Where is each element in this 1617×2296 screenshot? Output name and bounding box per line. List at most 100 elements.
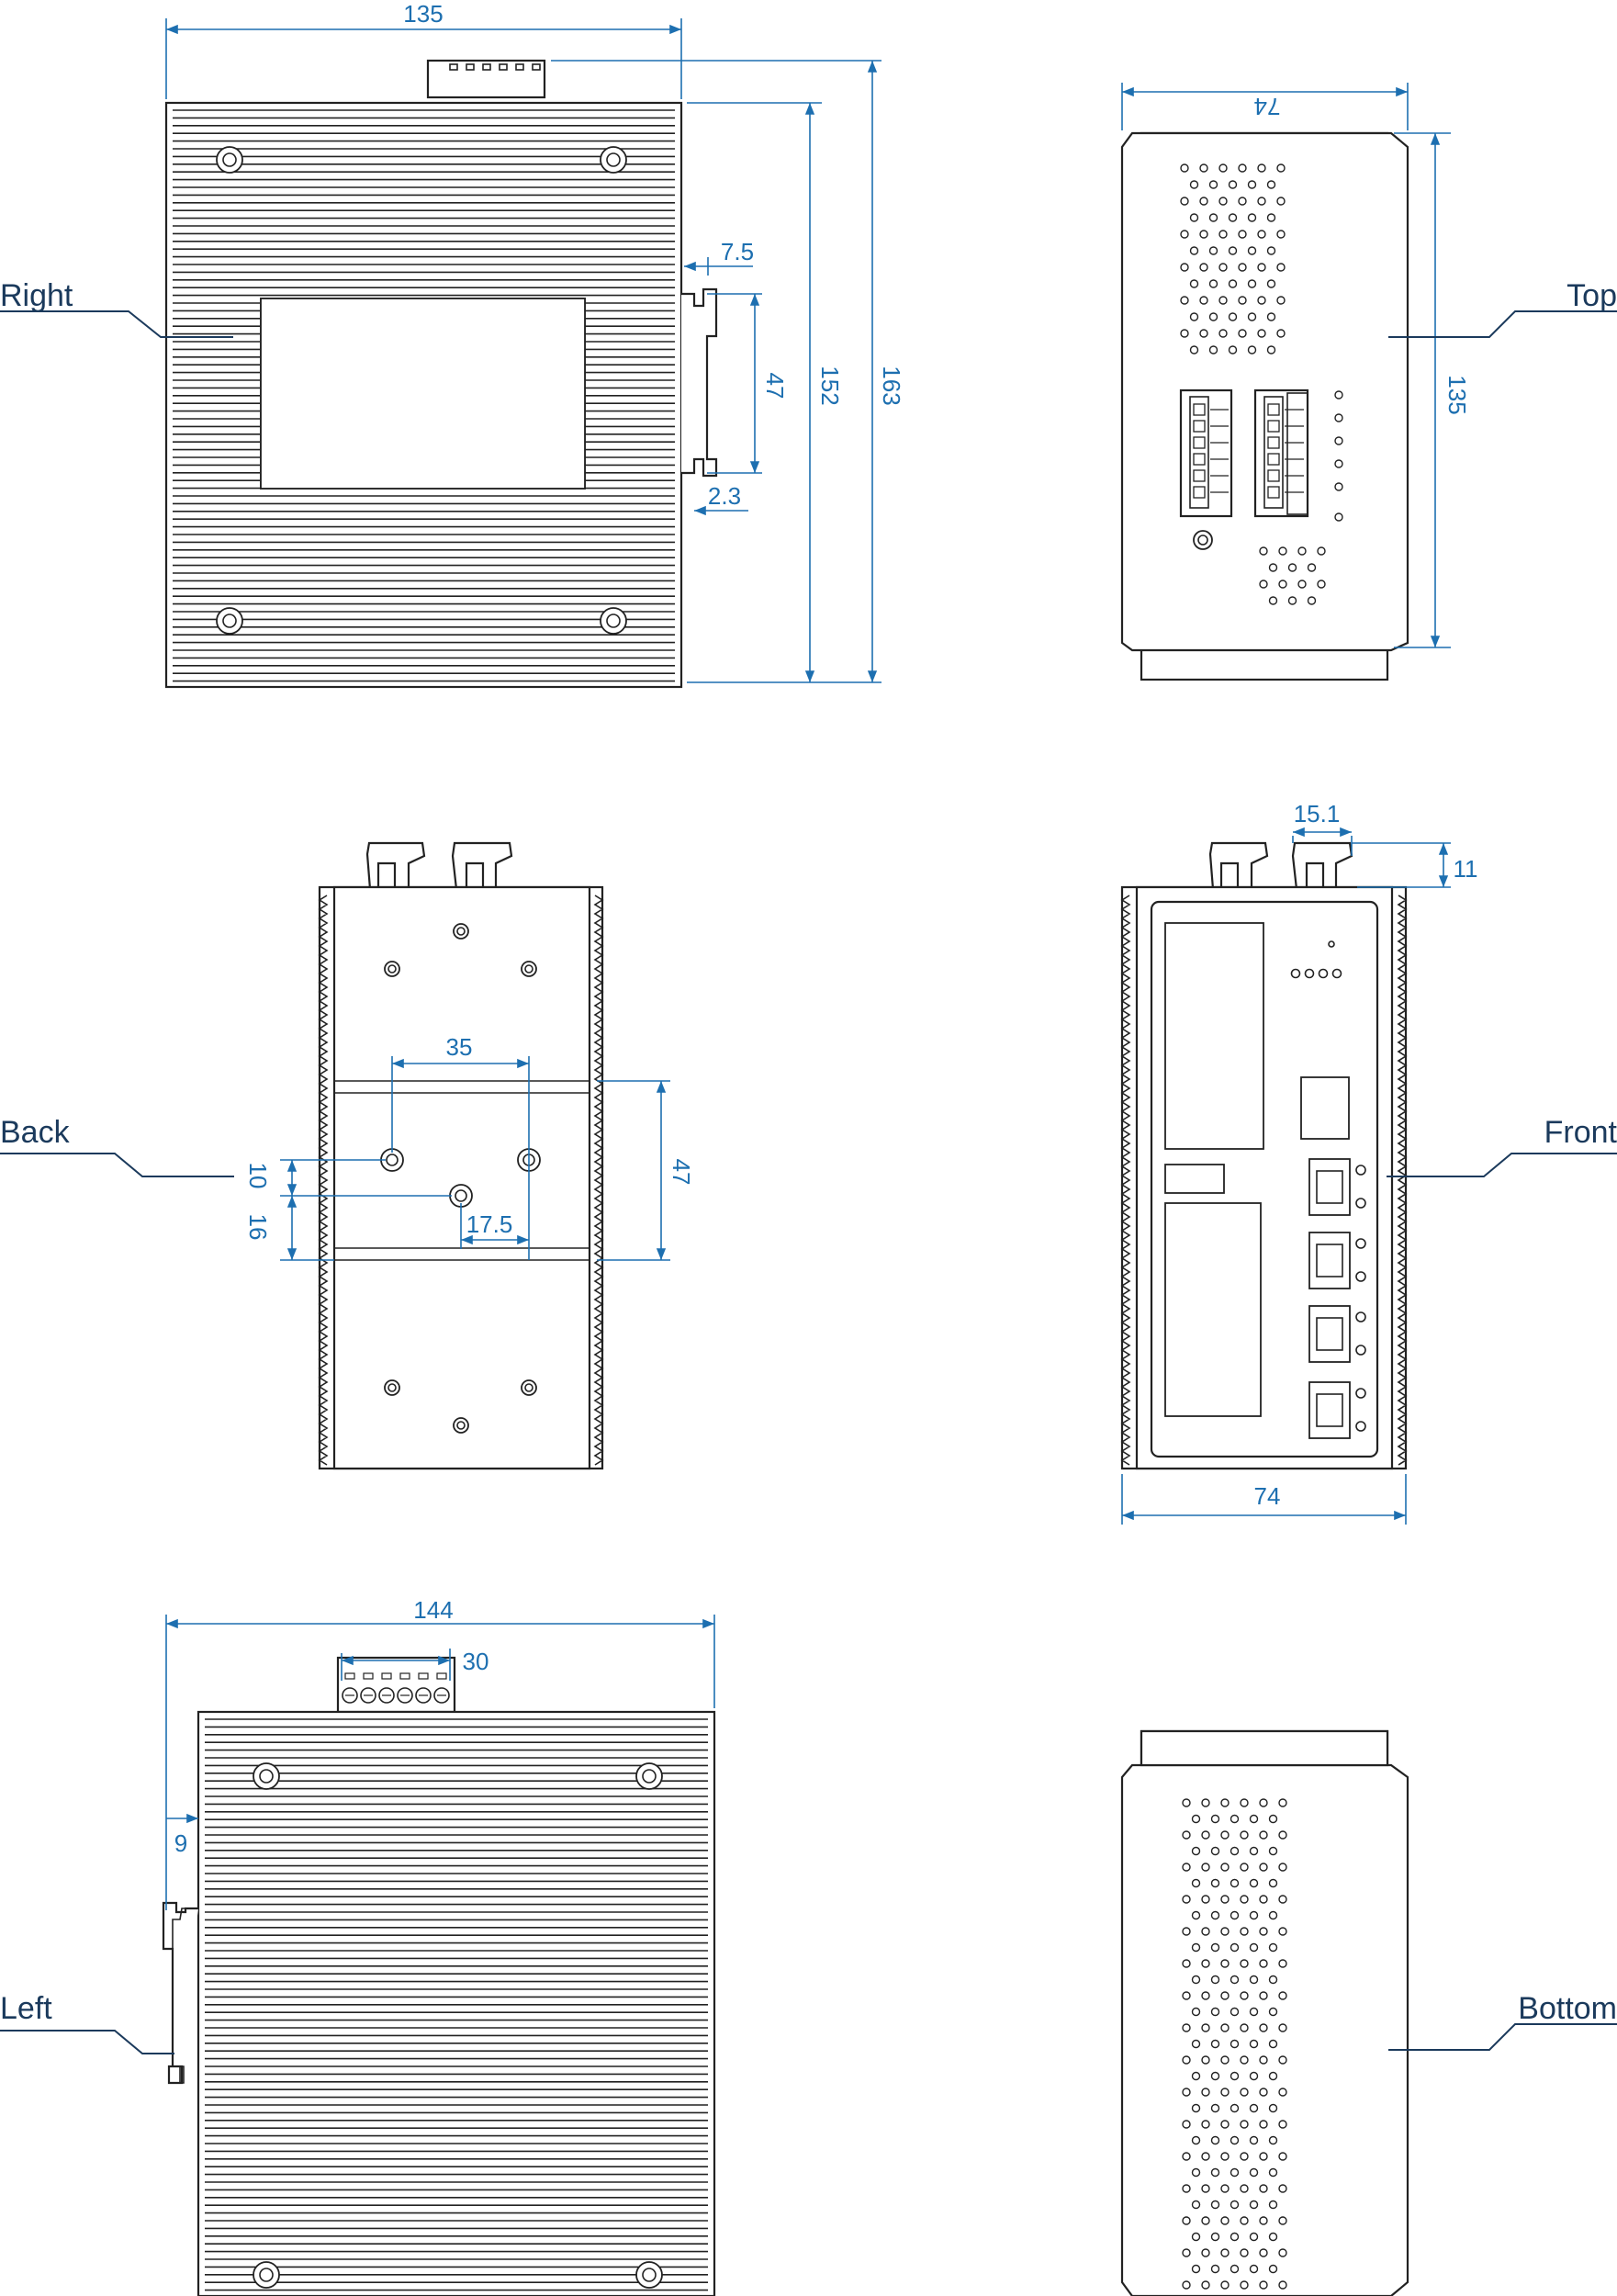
vent-hole: [1230, 2071, 1240, 2081]
vent-hole: [1268, 2103, 1278, 2113]
vent-hole: [1220, 1895, 1230, 1904]
terminal-pin-top: [363, 1672, 374, 1680]
vent-hole: [1240, 2216, 1249, 2225]
vent-hole: [1191, 2039, 1201, 2049]
vent-hole: [1259, 2280, 1268, 2290]
vent-hole: [1218, 263, 1228, 272]
vent-hole: [1278, 1927, 1287, 1936]
svg-text:47: 47: [761, 373, 789, 400]
label-front: Front: [1544, 1115, 1617, 1150]
vent-hole: [1210, 1910, 1220, 1920]
vent-hole: [1228, 345, 1238, 355]
vent-hole: [1287, 563, 1297, 572]
serration-right: [1397, 895, 1408, 1466]
vent-hole: [1268, 2264, 1278, 2274]
vent-hole: [1210, 2007, 1220, 2017]
vent-hole: [1238, 263, 1247, 272]
terminal-slot: [1267, 420, 1280, 433]
vent-hole: [1268, 1942, 1278, 1953]
vent-hole: [1278, 1798, 1287, 1807]
vent-hole: [1268, 2007, 1278, 2017]
vent-hole: [1287, 596, 1297, 605]
vent-hole: [1249, 2264, 1259, 2274]
terminal-slot: [1267, 453, 1280, 466]
vent-hole: [1276, 296, 1286, 305]
vent-hole: [1199, 197, 1208, 206]
svg-text:135: 135: [403, 0, 443, 28]
vent-hole: [1199, 296, 1208, 305]
vent-hole: [1249, 2039, 1259, 2049]
vent-hole: [1259, 1991, 1268, 2000]
vent-hole: [1201, 2023, 1210, 2032]
label-area-top: [1164, 922, 1264, 1150]
vent-hole: [1210, 1814, 1220, 1824]
vent-hole: [1220, 2248, 1230, 2257]
vent-hole: [1249, 2135, 1259, 2145]
svg-text:9: 9: [174, 1829, 187, 1857]
vent-hole: [1199, 230, 1208, 239]
vent-hole: [1334, 413, 1343, 422]
vent-hole: [1278, 546, 1287, 556]
status-leds: [1290, 968, 1342, 979]
svg-text:15.1: 15.1: [1294, 800, 1341, 827]
vent-holes-lower: [1259, 390, 1343, 605]
vent-hole: [1191, 1846, 1201, 1856]
label-top: Top: [1566, 278, 1617, 313]
vent-hole: [1218, 296, 1228, 305]
vent-hole: [1208, 312, 1218, 321]
vent-hole: [1240, 2088, 1249, 2097]
vent-hole: [1208, 213, 1218, 222]
vent-hole: [1278, 2088, 1287, 2097]
terminal-slot: [1193, 486, 1206, 499]
vent-hole: [1268, 2200, 1278, 2210]
vent-hole: [1238, 197, 1247, 206]
left-cooling-fins: [205, 1718, 708, 2291]
vent-hole: [1210, 1846, 1220, 1856]
vent-hole: [1210, 2071, 1220, 2081]
vent-hole: [1259, 1863, 1268, 1872]
vent-hole: [1240, 2120, 1249, 2129]
vent-hole: [1201, 1991, 1210, 2000]
vent-hole: [1191, 2200, 1201, 2210]
vent-hole: [1257, 197, 1266, 206]
bottom-vent-holes: [1182, 1798, 1287, 2290]
vent-hole: [1259, 2248, 1268, 2257]
label-back: Back: [0, 1115, 71, 1150]
vent-hole: [1249, 1846, 1259, 1856]
vent-hole: [1180, 296, 1189, 305]
vent-hole: [1297, 546, 1307, 556]
terminal-slot: [1193, 436, 1206, 449]
left-terminal: [336, 1656, 456, 1714]
svg-text:74: 74: [1254, 1482, 1281, 1510]
vent-hole: [1218, 329, 1228, 338]
front-serrations: [1120, 895, 1408, 1466]
vent-hole: [1201, 2280, 1210, 2290]
front-connector-1: [1208, 841, 1269, 891]
vent-hole: [1249, 2200, 1259, 2210]
vent-hole: [1317, 546, 1326, 556]
vent-hole: [1278, 2184, 1287, 2193]
vent-hole: [1220, 1959, 1230, 1968]
vent-hole: [1191, 2167, 1201, 2178]
serration-left: [1120, 895, 1131, 1466]
vent-hole: [1191, 2232, 1201, 2242]
vent-hole: [1278, 2120, 1287, 2129]
vent-hole: [1191, 2264, 1201, 2274]
right-view: 135 7.5 47 2.3 152 163 Right: [0, 0, 905, 689]
vent-hole: [1247, 312, 1257, 321]
label-plate: [260, 298, 586, 490]
vent-hole: [1266, 213, 1276, 222]
vent-hole: [1220, 2055, 1230, 2065]
vent-hole: [1182, 2120, 1191, 2129]
vent-hole: [1240, 1798, 1249, 1807]
vent-hole: [1208, 345, 1218, 355]
vent-hole: [1182, 1895, 1191, 1904]
vent-hole: [1268, 2232, 1278, 2242]
vent-hole: [1182, 2088, 1191, 2097]
vent-hole: [1182, 1798, 1191, 1807]
vent-hole: [1247, 213, 1257, 222]
vent-hole: [1278, 1991, 1287, 2000]
vent-hole: [1210, 1942, 1220, 1953]
left-screws: [253, 1762, 663, 2289]
vent-hole: [1268, 1846, 1278, 1856]
